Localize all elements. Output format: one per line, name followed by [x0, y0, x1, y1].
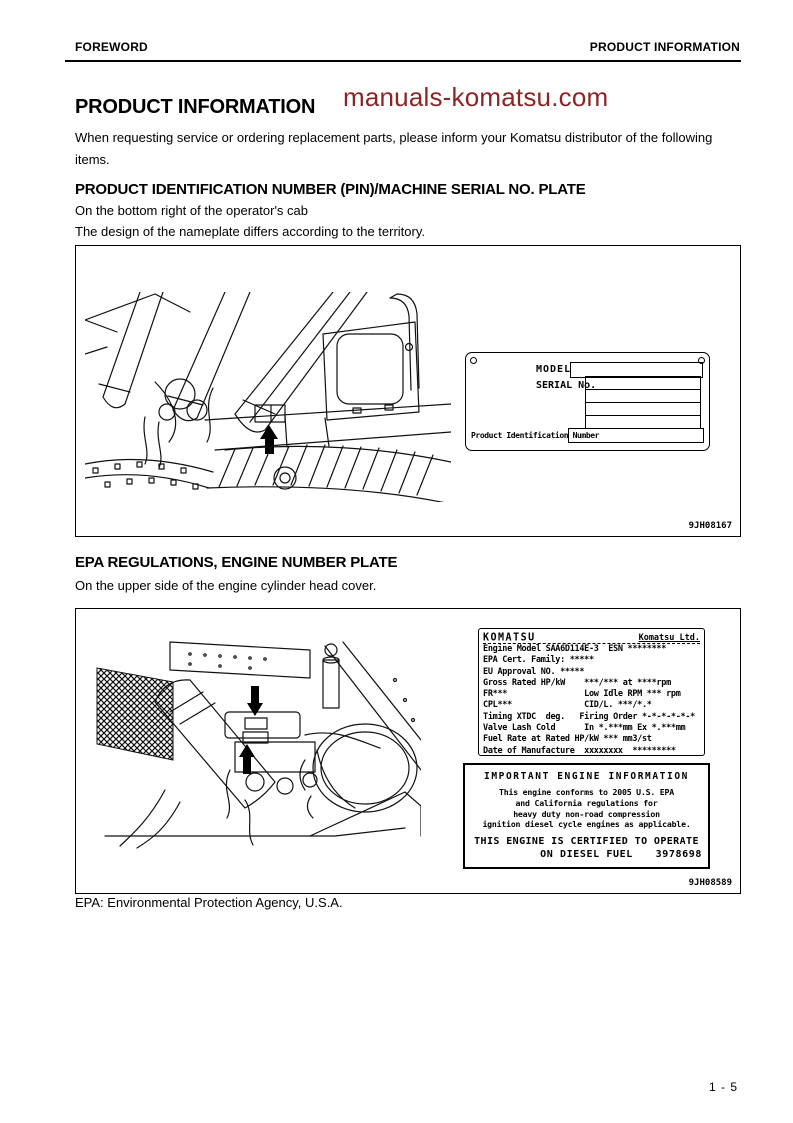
- section-heading-pin: PRODUCT IDENTIFICATION NUMBER (PIN)/MACH…: [75, 181, 586, 198]
- info-line: heavy duty non-road compression: [513, 808, 660, 819]
- important-engine-information-box: IMPORTANT ENGINE INFORMATION This engine…: [463, 763, 710, 869]
- machine-serial-nameplate: MODEL SERIAL No. Product Identification …: [465, 352, 710, 451]
- serial-label: SERIAL No.: [536, 380, 597, 391]
- figure-pin-plate: MODEL SERIAL No. Product Identification …: [75, 245, 741, 537]
- diesel-fuel-label: ON DIESEL FUEL: [540, 849, 633, 861]
- page-title: PRODUCT INFORMATION: [75, 96, 316, 118]
- excavator-line-art: [85, 292, 451, 502]
- figure-code: 9JH08167: [688, 521, 732, 531]
- model-label: MODEL: [536, 364, 572, 375]
- epa-definition-note: EPA: Environmental Protection Agency, U.…: [75, 895, 343, 910]
- intro-paragraph: When requesting service or ordering repl…: [75, 130, 713, 167]
- engine-plate-row: Date of Manufacture xxxxxxxx *********: [483, 745, 676, 756]
- engine-plate-row: Timing XTDC deg. Firing Order *-*-*-*-*-…: [483, 711, 695, 722]
- engine-line-art: [96, 641, 421, 849]
- page-number: 1 - 5: [708, 1080, 738, 1094]
- info-line: and California regulations for: [515, 797, 658, 808]
- certification-number: 3978698: [655, 849, 702, 861]
- diesel-fuel-line: ON DIESEL FUEL 3978698: [465, 849, 708, 860]
- bolt-hole-right-icon: [698, 357, 705, 364]
- engine-plate-row: Fuel Rate at Rated HP/kW *** mm3/st: [483, 734, 652, 745]
- serial-row: [585, 402, 701, 416]
- engine-plate-row: Engine Model SAA6D114E-3 ESN ********: [483, 644, 667, 654]
- figure-epa-plate: KOMATSU Komatsu Ltd. Engine Model SAA6D1…: [75, 608, 741, 894]
- serial-row: [585, 389, 701, 403]
- info-box-title: IMPORTANT ENGINE INFORMATION: [484, 771, 689, 782]
- plate-company: Komatsu Ltd.: [638, 633, 700, 643]
- certified-line: THIS ENGINE IS CERTIFIED TO OPERATE: [474, 836, 699, 848]
- info-box-lines: This engine conforms to 2005 U.S. EPA an…: [465, 787, 708, 830]
- header-rule: [65, 60, 741, 62]
- epa-location-line: On the upper side of the engine cylinder…: [75, 578, 377, 593]
- pin-value-box: [568, 428, 704, 443]
- watermark-text: manuals-komatsu.com: [343, 82, 609, 112]
- bolt-hole-left-icon: [470, 357, 477, 364]
- engine-plate-row: Gross Rated HP/kW ***/*** at ****rpm: [483, 677, 671, 688]
- model-value-box: [570, 362, 703, 378]
- pin-label: Product Identification Number: [471, 431, 600, 440]
- serial-row: [585, 376, 701, 390]
- header-foreword: FOREWORD: [75, 40, 148, 54]
- section-heading-epa: EPA REGULATIONS, ENGINE NUMBER PLATE: [75, 554, 398, 571]
- komatsu-logo: KOMATSU: [483, 631, 536, 644]
- engine-plate-row: FR*** Low Idle RPM *** rpm: [483, 689, 681, 700]
- pin-location-line: On the bottom right of the operator's ca…: [75, 203, 309, 218]
- info-line: ignition diesel cycle engines as applica…: [482, 819, 691, 830]
- engine-plate-row: CPL*** CID/L. ***/*.*: [483, 700, 652, 711]
- serial-row: [585, 415, 701, 429]
- pin-territory-line: The design of the nameplate differs acco…: [75, 224, 425, 239]
- engine-number-plate: KOMATSU Komatsu Ltd. Engine Model SAA6D1…: [478, 628, 705, 756]
- serial-grid: [585, 376, 701, 429]
- figure-code: 9JH08589: [688, 878, 732, 888]
- info-line: This engine conforms to 2005 U.S. EPA: [499, 787, 674, 797]
- plate-header: KOMATSU Komatsu Ltd.: [483, 630, 700, 644]
- header-product-information: PRODUCT INFORMATION: [589, 40, 740, 54]
- engine-plate-row: Valve Lash Cold In *.***mm Ex *.***mm: [483, 723, 686, 734]
- engine-plate-row: EPA Cert. Family: *****: [483, 655, 594, 666]
- engine-plate-row: EU Approval NO. *****: [483, 666, 585, 677]
